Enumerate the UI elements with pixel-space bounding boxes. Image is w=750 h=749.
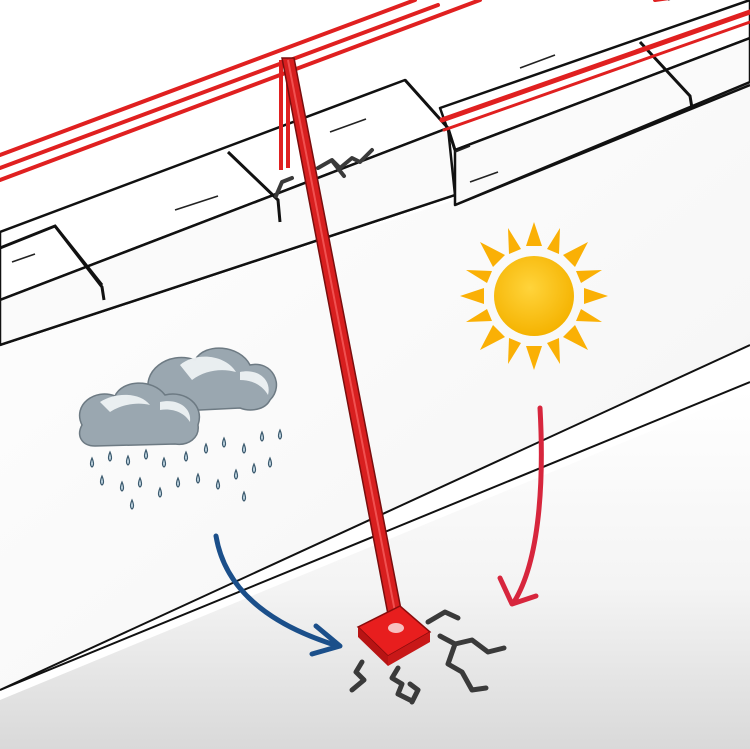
arrow-curved-blue-icon [213,533,343,657]
railing [0,0,750,182]
rain-cloud-icon [78,347,283,510]
sun-icon [460,222,608,370]
sketch-lines [11,0,671,263]
arrow-curved-red-icon [497,405,544,607]
base-plate [356,605,432,666]
crack-icon [349,609,507,705]
crack-icon [274,148,374,198]
